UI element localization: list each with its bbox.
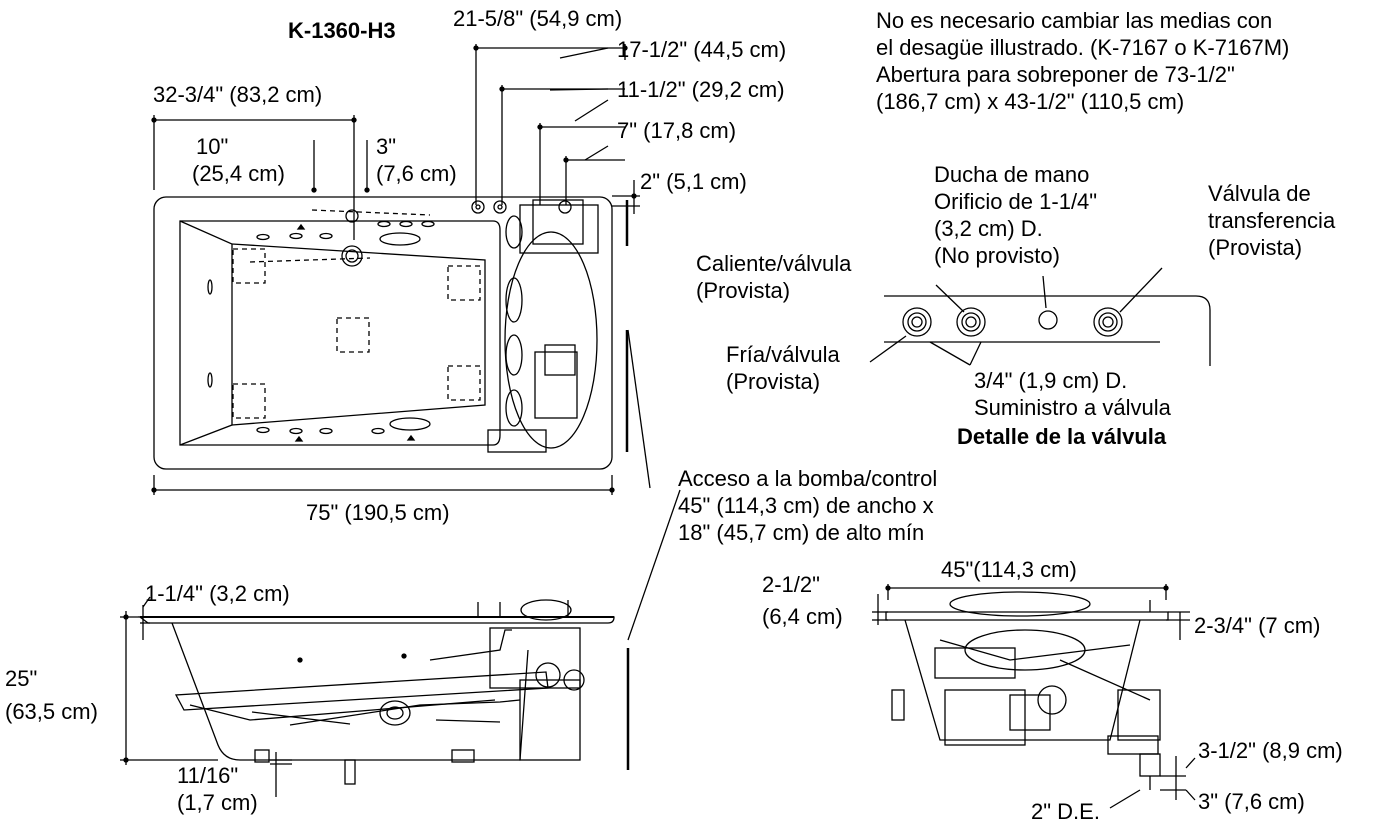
height-cm: (63,5 cm)	[5, 699, 98, 724]
supply-2: Suministro a válvula	[974, 395, 1171, 420]
hand-shower-1: Ducha de mano	[934, 162, 1090, 187]
note-line-4: (186,7 cm) x 43-1/2" (110,5 cm)	[876, 89, 1185, 114]
dim-3-inch: 3"	[376, 134, 397, 159]
dim-3-cm: (7,6 cm)	[376, 161, 457, 186]
transfer-valve-3: (Provista)	[1208, 235, 1303, 260]
dim-3-1-2: 3-1/2" (8,9 cm)	[1198, 738, 1343, 763]
hand-shower-2: Orificio de 1-1/4"	[934, 189, 1098, 214]
side-view-dimensions	[120, 596, 292, 797]
note-line-2: el desagüe illustrado. (K-7167 o K-7167M…	[876, 35, 1290, 60]
dim-2-3-4: 2-3/4" (7 cm)	[1194, 613, 1321, 638]
pump-access-2: 45" (114,3 cm) de ancho x	[678, 493, 934, 518]
dim-7: 7" (17,8 cm)	[617, 118, 737, 143]
model-number: K-1360-H3	[288, 18, 396, 43]
cold-valve-1: Fría/válvula	[726, 342, 840, 367]
transfer-valve-2: transferencia	[1208, 208, 1336, 233]
dim-3: 3" (7,6 cm)	[1198, 789, 1305, 814]
valve-detail-title: Detalle de la válvula	[957, 424, 1167, 449]
dim-17-1-2: 17-1/2" (44,5 cm)	[617, 37, 787, 62]
end-width: 45"(114,3 cm)	[941, 557, 1077, 582]
dim-11-16-inch: 11/16"	[177, 763, 239, 788]
dim-2-1-2-inch: 2-1/2"	[762, 572, 820, 597]
dim-2: 2" (5,1 cm)	[640, 169, 747, 194]
pump-access-1: Acceso a la bomba/control	[678, 466, 938, 491]
overall-length: 75" (190,5 cm)	[306, 500, 450, 525]
valve-detail-drawing	[869, 267, 1211, 366]
end-view-bath	[885, 584, 1169, 790]
hot-valve-1: Caliente/válvula	[696, 251, 852, 276]
dim-11-1-2: 11-1/2" (29,2 cm)	[617, 77, 785, 102]
dim-32-3-4: 32-3/4" (83,2 cm)	[153, 82, 323, 107]
pump-access-leader-2	[627, 489, 681, 641]
transfer-valve-1: Válvula de	[1208, 181, 1311, 206]
hot-valve-2: (Provista)	[696, 278, 791, 303]
cold-valve-2: (Provista)	[726, 369, 821, 394]
hand-shower-4: (No provisto)	[934, 243, 1060, 268]
dim-21-5-8: 21-5/8" (54,9 cm)	[453, 6, 623, 31]
dim-11-16-cm: (1,7 cm)	[177, 790, 258, 815]
top-view-bath	[153, 196, 629, 470]
drain-od: 2" D.E.	[1031, 799, 1100, 824]
top-view-dimensions	[151, 44, 640, 495]
note-line-1: No es necesario cambiar las medias con	[876, 8, 1273, 33]
pump-access-3: 18" (45,7 cm) de alto mín	[678, 520, 925, 545]
height-inch: 25"	[5, 666, 38, 691]
end-view-dimensions	[872, 594, 1196, 809]
side-view-bath	[138, 599, 630, 785]
dim-2-1-2-cm: (6,4 cm)	[762, 604, 843, 629]
note-line-3: Abertura para sobreponer de 73-1/2"	[876, 62, 1235, 87]
supply-1: 3/4" (1,9 cm) D.	[974, 368, 1128, 393]
pump-access-leader	[627, 329, 651, 489]
dim-1-1-4: 1-1/4" (3,2 cm)	[145, 581, 290, 606]
dim-10-inch: 10"	[196, 134, 229, 159]
dim-10-cm: (25,4 cm)	[192, 161, 285, 186]
hand-shower-3: (3,2 cm) D.	[934, 216, 1043, 241]
